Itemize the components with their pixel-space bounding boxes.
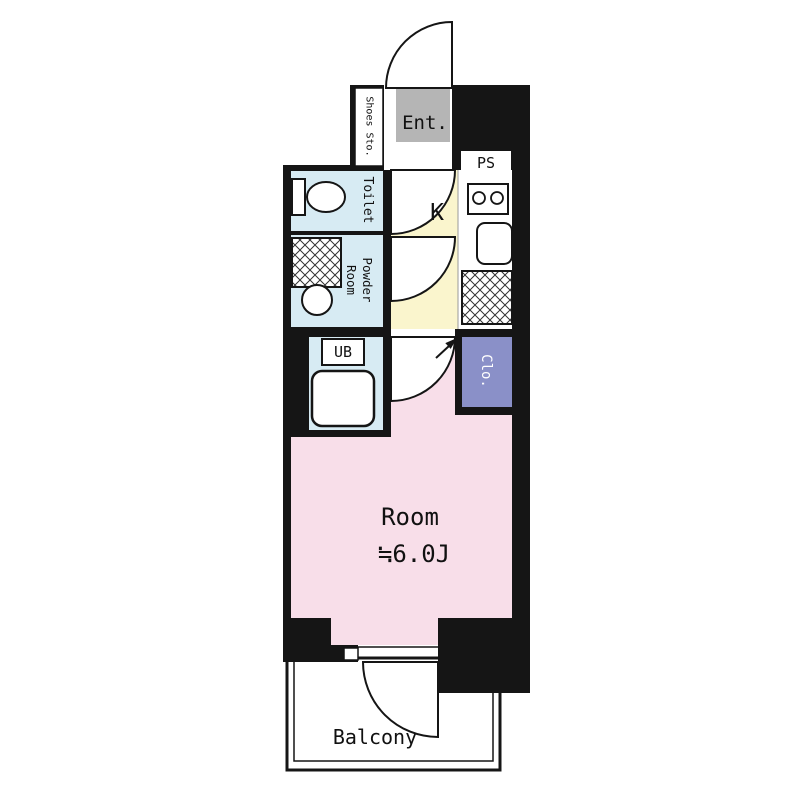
wall-bottom-left-block	[283, 618, 331, 662]
wall-powder-ub-divider	[283, 327, 391, 337]
toilet-tank	[291, 178, 306, 216]
wash-basin	[301, 284, 333, 316]
stove-burner-right	[490, 191, 504, 205]
pipe-space-label: PS	[476, 153, 496, 172]
powder-room-label: Powder Room	[344, 257, 375, 303]
wall-left-lower	[283, 430, 291, 620]
closet-floor	[462, 337, 512, 407]
main-room-floor	[291, 337, 512, 645]
entrance-dirt-floor	[396, 88, 450, 142]
wall-right	[512, 85, 530, 693]
shoes-storage-cabinet	[354, 87, 384, 167]
kitchen-label: K	[430, 199, 444, 226]
washing-machine-pan-hatch	[291, 237, 342, 288]
toilet-label: Toilet	[360, 176, 376, 224]
door-direction-arrow-line	[435, 345, 450, 359]
entrance-door-swing	[384, 20, 453, 89]
wall-ub-room-divider	[383, 337, 391, 437]
stove-burner-left	[472, 191, 486, 205]
wall-ub-bottom	[283, 430, 391, 437]
balcony-threshold-step	[343, 647, 359, 661]
unit-bath-label-box	[321, 338, 365, 366]
unit-bath-label: UB	[333, 342, 353, 361]
wall-ub-left-block	[283, 327, 309, 437]
kitchen-door-swing-lower	[390, 236, 457, 303]
wall-left-upper	[283, 165, 291, 337]
wall-kitchen-left	[383, 165, 391, 337]
bathtub	[310, 369, 376, 428]
main-room-size-label: ≒6.0J	[377, 540, 451, 568]
main-room-door-swing	[390, 336, 457, 403]
wall-closet-top	[455, 329, 512, 337]
kitchen-door-swing-upper	[390, 169, 457, 236]
wall-toilet-powder-divider	[283, 231, 383, 235]
shoes-storage-label: Shoes Sto.	[364, 96, 375, 157]
balcony-door-swing	[361, 661, 439, 739]
wall-bottom-right-block	[438, 618, 530, 693]
wall-toilet-top	[283, 165, 383, 171]
toilet-bowl	[306, 181, 346, 213]
entrance-label: Ent.	[402, 111, 448, 134]
wall-closet-bottom	[455, 407, 512, 415]
main-room-label: Room	[381, 503, 439, 531]
kitchen-sink	[476, 222, 513, 265]
wall-closet-left	[455, 337, 462, 415]
balcony-label: Balcony	[332, 725, 418, 749]
balcony-inner-wall-line	[293, 659, 494, 762]
refrigerator-space-hatch	[461, 270, 513, 325]
door-direction-arrow-head	[445, 338, 457, 349]
closet-label: Clo.	[478, 354, 494, 388]
